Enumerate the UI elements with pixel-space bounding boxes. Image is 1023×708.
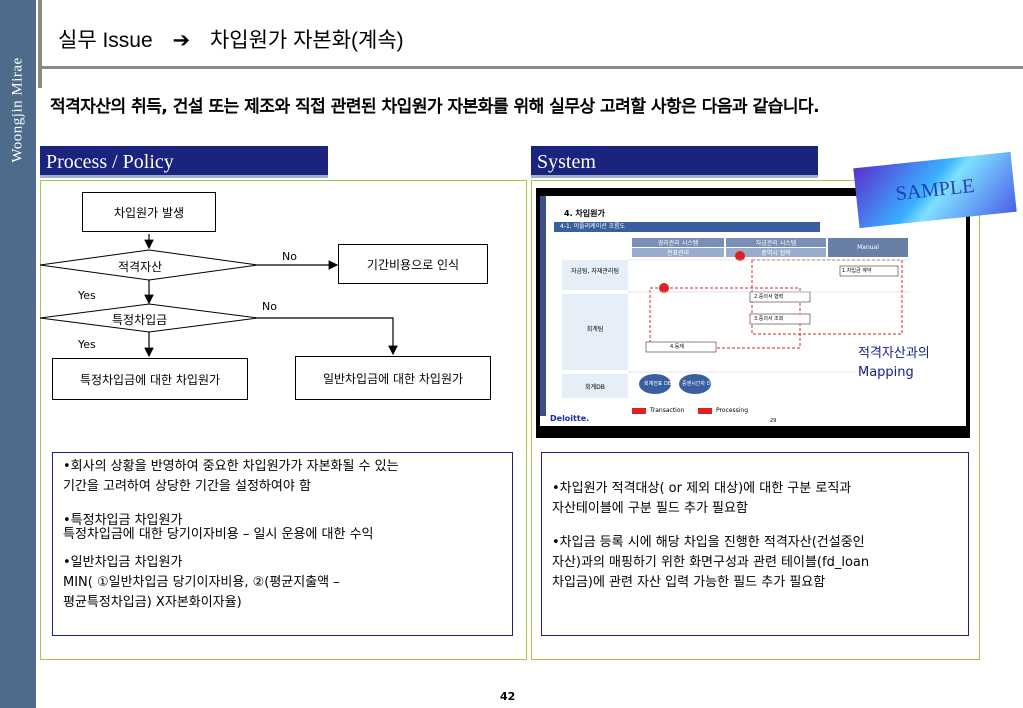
note-line: 자산)과의 매핑하기 위한 화면구성과 관련 테이블(fd_loan <box>552 555 870 570</box>
sample-label: SAMPLE <box>894 174 976 205</box>
screenshot-step2: 2.중의서 협력 <box>754 294 784 300</box>
screenshot-side-bar <box>540 196 546 416</box>
note-line: •일반차입금 차입원가 <box>63 555 183 570</box>
no-label-2: No <box>262 300 277 313</box>
note-line: 평균특정차입금) X자본화이자율) <box>63 595 242 610</box>
callout-line: 적격자산과의 <box>858 346 930 361</box>
flow-general-box: 일반차입금에 대한 차입원가 <box>295 356 491 400</box>
screenshot-step1: 1.차입금 계약 <box>842 268 872 274</box>
system-flow-screenshot: 4. 차입원가 4-1. 이플리케이션 흐름도 경리관리 시스템 전표관리 자금… <box>532 188 970 438</box>
flow-specific-box: 특정차입금에 대한 차입원가 <box>52 358 248 400</box>
screenshot-subheading: 4-1. 이플리케이션 흐름도 <box>554 222 820 232</box>
page-subtitle: 적격자산의 취득, 건설 또는 제조와 직접 관련된 차입원가 자본화를 위해 … <box>50 97 820 117</box>
title-prefix: 실무 Issue <box>58 29 153 52</box>
title-divider-vertical <box>38 0 42 88</box>
section-header-system: System <box>531 146 818 178</box>
note-line: 자산테이블에 구분 필드 추가 필요함 <box>552 501 748 516</box>
screenshot-step4: 4.등재 <box>670 344 684 350</box>
system-notes: •차입원가 적격대상( or 제외 대상)에 대한 구분 로직과 자산테이블에 … <box>541 452 969 636</box>
yes-label-1: Yes <box>78 289 96 302</box>
screenshot-row1: 자금팀, 자재관리팀 <box>562 260 628 290</box>
screenshot-step3: 3.중의서 조회 <box>754 316 784 322</box>
note-line: 차입금)에 관련 자산 입력 가능한 필드 추가 필요함 <box>552 575 826 590</box>
screenshot-db2: 중엔시간자 DB <box>682 381 714 387</box>
note-line: 기간을 고려하여 상당한 기간을 설정하여야 함 <box>63 479 311 494</box>
note-line: •차입원가 적격대상( or 제외 대상)에 대한 구분 로직과 <box>552 481 852 496</box>
yes-label-2: Yes <box>78 338 96 351</box>
mapping-callout: 적격자산과의 Mapping <box>858 344 930 382</box>
screenshot-diagram <box>628 251 910 414</box>
screenshot-col2b: 중역시 협력 <box>726 248 826 257</box>
note-line: •회사의 상황을 반영하여 중요한 차입원가가 자본화될 수 있는 <box>63 459 399 474</box>
system-panel <box>531 180 980 660</box>
process-notes: •회사의 상황을 반영하여 중요한 차입원가가 자본화될 수 있는 기간을 고려… <box>52 452 513 636</box>
flow-start-box: 차입원가 발생 <box>82 192 216 232</box>
screenshot-col1b: 전표관리 <box>632 248 724 257</box>
sidebar: Woongjin Mirae <box>0 0 36 708</box>
screenshot-col1: 경리관리 시스템 <box>632 238 724 247</box>
page-title: 실무 Issue ➔ 차입원가 자본화(계속) <box>58 24 404 54</box>
note-line: •특정차입금 차입원가 <box>63 513 183 528</box>
screenshot-legend-transaction: Transaction <box>650 407 685 414</box>
screenshot-col2: 자금관리 시스템 <box>726 238 826 247</box>
screenshot-brand: Deloitte. <box>550 414 590 423</box>
note-line: MIN( ①일반차입금 당기이자비용, ②(평균지출액 – <box>63 575 340 590</box>
screenshot-page: 29 <box>770 418 777 424</box>
title-main: 차입원가 자본화(계속) <box>209 29 404 52</box>
screenshot-row3: 회계DB <box>562 374 628 398</box>
screenshot-col3: Manual <box>828 238 908 257</box>
flow-expense-box: 기간비용으로 인식 <box>338 244 488 284</box>
screenshot-db1: 회계전표 DB <box>644 381 672 387</box>
screenshot-legend-processing: Processing <box>716 407 749 414</box>
decision-qualifying-asset: 적격자산 <box>118 260 163 274</box>
decision-specific-borrowing: 특정차입금 <box>112 313 168 327</box>
page-number: 42 <box>500 690 516 703</box>
screenshot-heading: 4. 차입원가 <box>564 209 605 218</box>
title-divider-horizontal <box>38 66 1023 69</box>
callout-line: Mapping <box>858 365 914 380</box>
screenshot-side-text: World-Class ERP Service <box>531 334 537 383</box>
note-line: •차입금 등록 시에 해당 차입을 진행한 적격자산(건설중인 <box>552 535 865 550</box>
arrow-icon: ➔ <box>172 29 191 52</box>
note-line: 특정차입금에 대한 당기이자비용 – 일시 운용에 대한 수익 <box>63 527 374 542</box>
no-label-1: No <box>282 250 297 263</box>
process-panel <box>40 180 527 660</box>
section-header-process: Process / Policy <box>40 146 328 178</box>
screenshot-row2: 회계팀 <box>562 294 628 370</box>
